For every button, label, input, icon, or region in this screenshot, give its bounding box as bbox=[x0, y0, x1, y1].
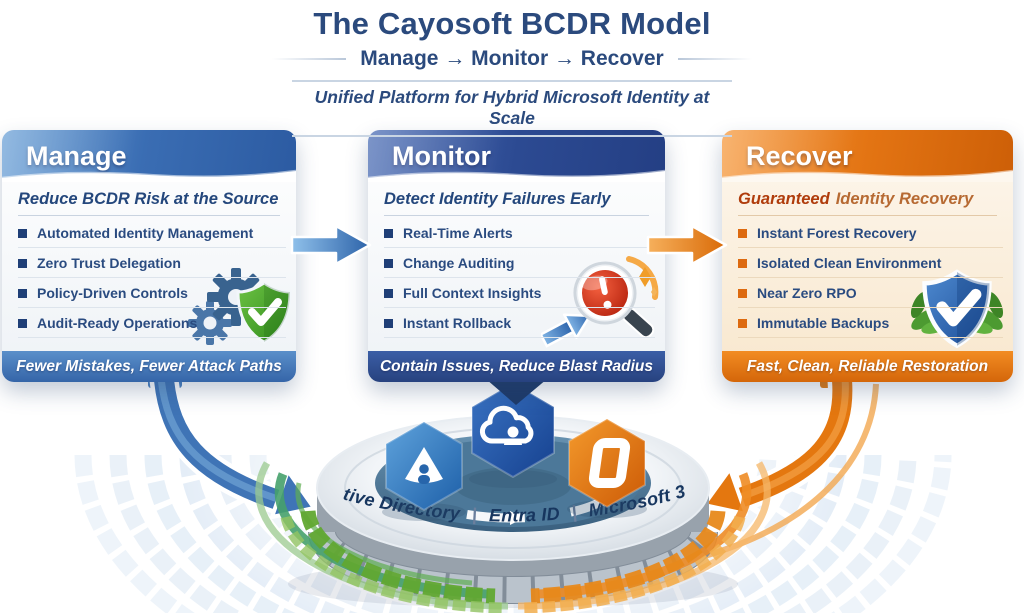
bullet-text: Immutable Backups bbox=[757, 315, 890, 331]
bullet-square-icon bbox=[738, 258, 747, 268]
list-item: Policy-Driven Controls bbox=[18, 278, 286, 308]
divider-line bbox=[272, 58, 347, 60]
bullet-text: Near Zero RPO bbox=[757, 285, 857, 301]
recover-panel-title: Recover bbox=[722, 130, 1013, 182]
monitor-down-arrow bbox=[486, 379, 547, 405]
bullet-square-icon bbox=[384, 288, 393, 298]
recover-subtitle: Guaranteed Identity Recovery bbox=[738, 190, 997, 216]
label-separator: | bbox=[571, 502, 578, 522]
bullet-square-icon bbox=[738, 288, 747, 298]
bullet-text: Policy-Driven Controls bbox=[37, 285, 188, 301]
list-item: Instant Forest Recovery bbox=[738, 218, 1003, 248]
manage-panel-title: Manage bbox=[2, 130, 296, 182]
bullet-text: Automated Identity Management bbox=[37, 225, 254, 241]
bullet-square-icon bbox=[738, 228, 747, 238]
tagline: Unified Platform for Hybrid Microsoft Id… bbox=[292, 80, 732, 137]
bullet-square-icon bbox=[18, 288, 27, 298]
panel-monitor: Monitor Detect Identity Failures Early R… bbox=[368, 130, 665, 382]
panel-title-text: Monitor bbox=[392, 140, 491, 171]
bullet-square-icon bbox=[18, 318, 27, 328]
list-item: Instant Rollback bbox=[384, 308, 655, 338]
blue-shield-check-icon bbox=[922, 269, 992, 349]
platform-label-entra-id: Entra ID bbox=[489, 504, 561, 526]
magnifier-lens-alert bbox=[573, 261, 637, 325]
bullet-text: Isolated Clean Environment bbox=[757, 255, 942, 271]
bullet-text: Instant Forest Recovery bbox=[757, 225, 917, 241]
header: The Cayosoft BCDR Model Manage → Monitor… bbox=[0, 6, 1024, 137]
subtitle-emphasis: Guaranteed bbox=[738, 190, 830, 208]
list-item: Real-Time Alerts bbox=[384, 218, 655, 248]
sparkle-icon bbox=[651, 287, 657, 297]
panel-manage: Manage Reduce BCDR Risk at the Source Au… bbox=[2, 130, 296, 382]
hex-shadow bbox=[469, 470, 557, 488]
header-wave bbox=[368, 169, 665, 182]
bullet-text: Zero Trust Delegation bbox=[37, 255, 181, 271]
bullet-square-icon bbox=[18, 258, 27, 268]
monitor-panel-title: Monitor bbox=[368, 130, 665, 182]
monitor-footer-banner: Contain Issues, Reduce Blast Radius bbox=[368, 351, 665, 382]
bullet-square-icon bbox=[384, 228, 393, 238]
gears-shield-check-icon bbox=[188, 268, 292, 345]
hex-shadow bbox=[567, 500, 647, 518]
shield-check-laurels-icon bbox=[910, 269, 1004, 349]
page-title: The Cayosoft BCDR Model bbox=[313, 6, 711, 41]
list-item: Zero Trust Delegation bbox=[18, 248, 286, 278]
panel-title-text: Recover bbox=[746, 140, 853, 171]
arrow-manage-to-monitor bbox=[290, 224, 372, 266]
list-item: Full Context Insights bbox=[384, 278, 655, 308]
bullet-text: Change Auditing bbox=[403, 255, 515, 271]
bullet-square-icon bbox=[384, 318, 393, 328]
subtitle-rest: Identity Recovery bbox=[835, 190, 974, 208]
green-mosaic-arc bbox=[280, 510, 506, 613]
hex-shadow bbox=[382, 503, 466, 521]
list-item: Audit-Ready Operations bbox=[18, 308, 286, 338]
header-wave bbox=[2, 169, 296, 182]
divider-line bbox=[677, 58, 752, 60]
bullet-square-icon bbox=[18, 228, 27, 238]
panel-title-text: Manage bbox=[26, 140, 127, 171]
header-wave bbox=[722, 169, 1013, 182]
blue-pointer-arrow-icon bbox=[541, 313, 591, 348]
manage-bullets: Automated Identity Management Zero Trust… bbox=[18, 218, 286, 338]
monitor-subtitle: Detect Identity Failures Early bbox=[384, 190, 649, 216]
bullet-square-icon bbox=[738, 318, 747, 328]
recover-footer-banner: Fast, Clean, Reliable Restoration bbox=[722, 351, 1013, 382]
list-item: Near Zero RPO bbox=[738, 278, 1003, 308]
green-shield-check-icon bbox=[236, 281, 292, 344]
entra-id-icon bbox=[471, 381, 555, 479]
bullet-text: Real-Time Alerts bbox=[403, 225, 513, 241]
flow-subtitle: Manage → Monitor → Recover bbox=[0, 47, 1024, 71]
bullet-square-icon bbox=[384, 258, 393, 268]
microsoft-365-icon bbox=[568, 417, 646, 509]
monitor-bullets: Real-Time Alerts Change Auditing Full Co… bbox=[384, 218, 655, 338]
active-directory-icon bbox=[385, 420, 463, 512]
bullet-text: Audit-Ready Operations bbox=[37, 315, 198, 331]
flow-text: Manage → Monitor → Recover bbox=[360, 47, 664, 70]
recover-bullets: Instant Forest Recovery Isolated Clean E… bbox=[738, 218, 1003, 338]
list-item: Change Auditing bbox=[384, 248, 655, 278]
list-item: Isolated Clean Environment bbox=[738, 248, 1003, 278]
list-item: Automated Identity Management bbox=[18, 218, 286, 248]
bullet-text: Full Context Insights bbox=[403, 285, 542, 301]
panel-recover: Recover Guaranteed Identity Recovery Inst… bbox=[722, 130, 1013, 382]
orange-mosaic-arc bbox=[520, 510, 746, 613]
list-item: Immutable Backups bbox=[738, 308, 1003, 338]
label-separator: | bbox=[471, 504, 477, 524]
manage-footer-banner: Fewer Mistakes, Fewer Attack Paths bbox=[2, 351, 296, 382]
manage-subtitle: Reduce BCDR Risk at the Source bbox=[18, 190, 280, 216]
bullet-text: Instant Rollback bbox=[403, 315, 512, 331]
arrow-monitor-to-recover bbox=[646, 224, 728, 266]
